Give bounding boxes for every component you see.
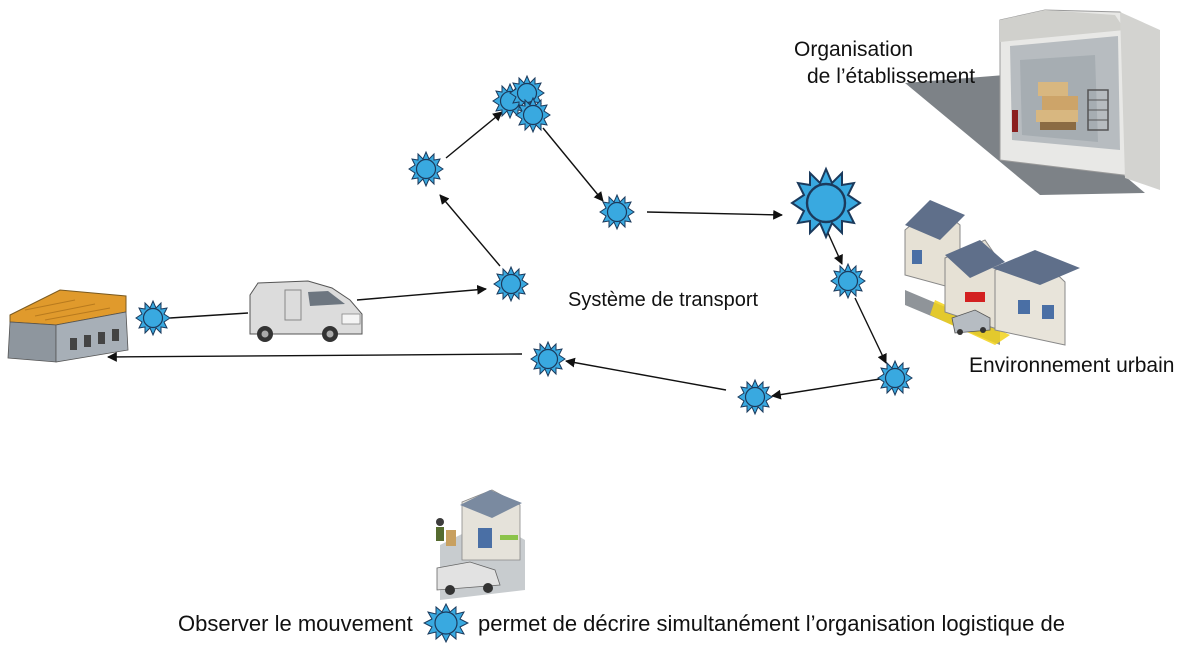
flow-arrow [854,297,887,364]
movement-star-icon [830,263,866,299]
movement-star-icon [135,300,171,336]
flow-arrow [542,127,604,202]
urban-street-image [904,200,1080,346]
warehouse-icon [7,289,129,363]
flow-arrow [169,312,249,319]
establishment-label-line2: de l’établissement [807,65,976,88]
caption-part2: permet de décrire simultanément l’organi… [478,611,1065,636]
flow-arrow [439,194,501,267]
flow-arrow [356,284,487,301]
establishment-label-line1: Organisation [794,38,914,61]
flow-arrow [445,111,503,159]
delivery-van-icon [249,280,363,342]
movement-star-icon [877,360,913,396]
flow-arrow [646,209,783,220]
caption-part1: Observer le mouvement [178,611,413,636]
movement-star-icon [737,379,773,415]
delivery-scene-image [436,489,525,600]
flow-arrows [107,111,887,400]
transport-system-label: Système de transport [568,289,759,311]
flow-arrow [771,378,881,400]
flow-arrow [827,232,843,265]
movement-nodes [135,75,913,415]
movement-star-icon [423,603,469,643]
establishment-interior-image [905,9,1160,195]
flow-arrow [565,357,727,391]
flow-arrow [107,352,523,362]
urban-environment-label: Environnement urbain [969,354,1175,377]
caption: Observer le mouvement permet de décrire … [0,603,1200,643]
movement-star-icon [530,341,566,377]
movement-star-icon [599,194,635,230]
movement-star-icon [790,167,862,239]
movement-star-icon [493,266,529,302]
movement-star-icon [408,151,444,187]
establishment-label: Organisation de l’établissement [794,36,975,90]
